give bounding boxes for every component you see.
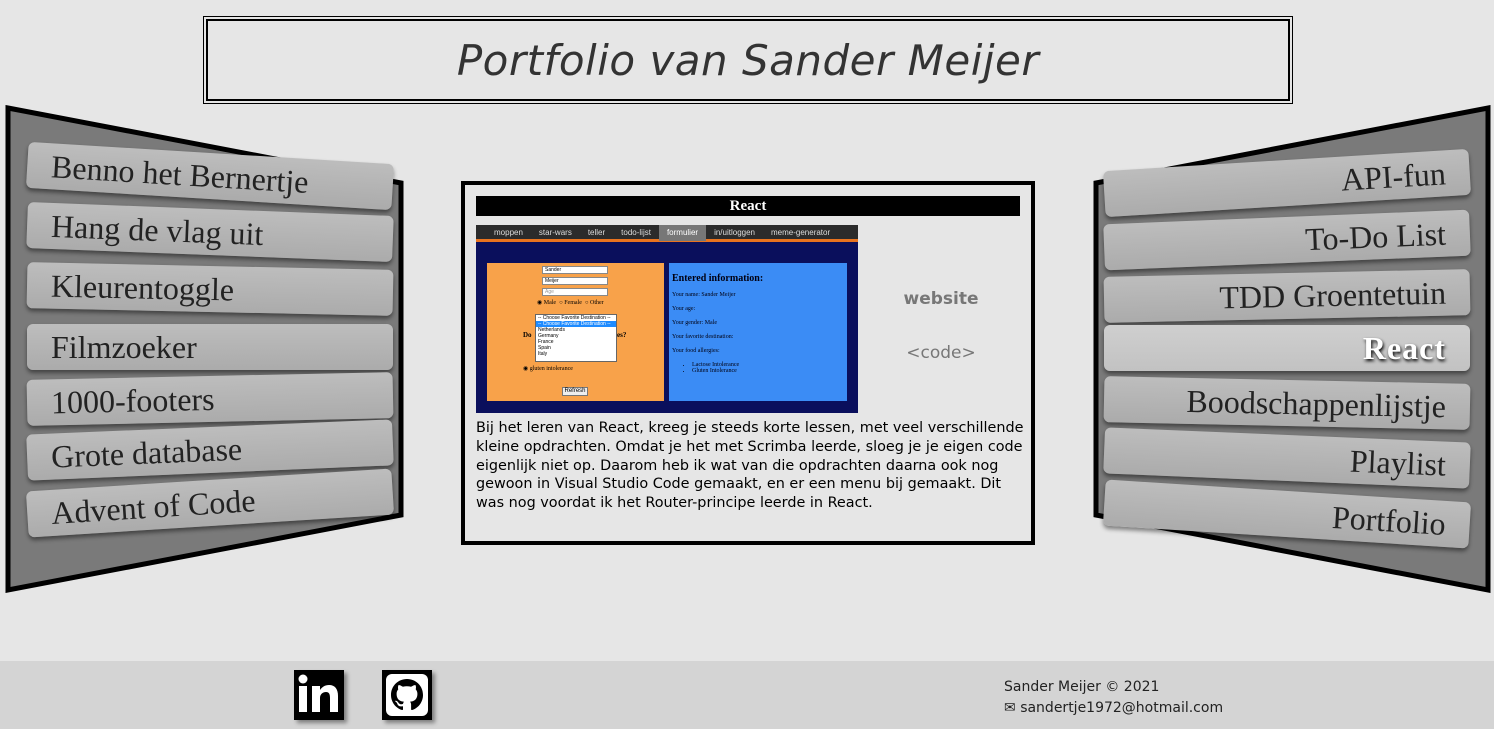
info-line: Your food allergies: — [672, 348, 720, 354]
menu-item-label: TDD Groentetuin — [1219, 274, 1447, 316]
menu-item-label: 1000-footers — [50, 380, 215, 421]
screenshot-form-panel: Sander Meijer Age ◉ Male ○ Female ○ Othe… — [487, 263, 664, 401]
menu-item-kleurentoggle[interactable]: Kleurentoggle — [26, 262, 394, 316]
screenshot-nav-item: meme-generator — [771, 227, 831, 237]
menu-item-label: To-Do List — [1304, 215, 1447, 258]
menu-item-label: React — [1362, 330, 1446, 366]
dropdown-option: Italy — [538, 351, 548, 357]
dropdown-option: France — [538, 339, 554, 345]
menu-item-label: API-fun — [1339, 155, 1447, 198]
dropdown-option: Spain — [538, 345, 551, 351]
project-title: React — [476, 196, 1020, 216]
info-allergy: Gluten Intolerance — [692, 368, 844, 374]
dropdown-option: Netherlands — [538, 327, 565, 333]
screenshot-dropdown: -- Choose Favorite Destination -- -- Cho… — [535, 314, 617, 362]
screenshot-field: Meijer — [542, 277, 608, 285]
menu-item-tdd-groentetuin[interactable]: TDD Groentetuin — [1103, 269, 1471, 323]
menu-item-label: Hang de vlag uit — [50, 207, 265, 253]
header-inner: Portfolio van Sander Meijer — [206, 19, 1290, 101]
github-icon[interactable] — [382, 670, 432, 720]
left-project-menu: Benno het Bernertje Hang de vlag uit Kle… — [5, 105, 405, 595]
email-text: sandertje1972@hotmail.com — [1020, 700, 1224, 716]
screenshot-nav-item: moppen — [494, 227, 523, 237]
project-card: React moppen star-wars teller todo-lijst… — [461, 181, 1035, 545]
screenshot-field: Age — [542, 288, 608, 296]
email-link[interactable]: ✉ sandertje1972@hotmail.com — [1004, 700, 1223, 716]
info-allergy: Lactose Intolerance — [692, 362, 844, 368]
info-line: Your gender: Male — [672, 320, 718, 326]
screenshot-nav-item: todo-lijst — [621, 227, 651, 237]
menu-item-label: Filmzoeker — [51, 329, 197, 365]
screenshot-nav-item: teller — [587, 227, 606, 237]
screenshot-info-heading: Entered information: — [672, 273, 764, 284]
screenshot-refresh-button: Refresh — [562, 387, 588, 396]
screenshot-nav-item-active: formulier — [658, 225, 707, 241]
screenshot-nav-item: in/uitloggen — [714, 227, 755, 237]
dropdown-option: Germany — [538, 333, 559, 339]
screenshot-question-start: Do — [523, 331, 532, 339]
info-line: Your favorite destination: — [672, 334, 734, 340]
screenshot-allergy-option: ◉ gluten intolerance — [523, 366, 573, 372]
copyright-text: Sander Meijer © 2021 — [1004, 679, 1160, 695]
dropdown-option-selected: -- Choose Favorite Destination -- — [536, 321, 616, 327]
info-line: Your name: Sander Meijer — [672, 292, 736, 298]
screenshot-question-end: es? — [617, 331, 627, 339]
linkedin-icon[interactable] — [294, 670, 344, 720]
menu-item-filmzoeker[interactable]: Filmzoeker — [27, 324, 393, 370]
radio-label: Female — [564, 300, 582, 306]
menu-item-label: Boodschappenlijstje — [1186, 382, 1447, 425]
dropdown-option: -- Choose Favorite Destination -- — [538, 315, 611, 321]
screenshot-nav: moppen star-wars teller todo-lijst formu… — [476, 225, 858, 242]
website-link[interactable]: website — [903, 289, 979, 309]
menu-item-label: Playlist — [1349, 442, 1447, 483]
menu-item-label: Advent of Code — [50, 482, 257, 531]
header-frame: Portfolio van Sander Meijer — [203, 16, 1293, 104]
radio-label: Male — [543, 300, 557, 306]
menu-item-boodschappenlijstje[interactable]: Boodschappenlijstje — [1103, 376, 1471, 430]
info-line: Your age: — [672, 306, 696, 312]
code-link[interactable]: <code> — [906, 343, 976, 363]
project-description: Bij het leren van React, kreeg je steeds… — [476, 420, 1024, 512]
screenshot-radios: ◉ Male ○ Female ○ Other — [537, 300, 604, 306]
radio-label: Other — [590, 300, 604, 306]
screenshot-info-panel: Entered information: Your name: Sander M… — [669, 263, 847, 401]
menu-item-label: Kleurentoggle — [50, 267, 235, 308]
menu-item-react[interactable]: React — [1104, 325, 1470, 371]
footer: Sander Meijer © 2021 ✉ sandertje1972@hot… — [0, 661, 1494, 729]
menu-item-1000-footers[interactable]: 1000-footers — [26, 372, 394, 426]
project-screenshot: moppen star-wars teller todo-lijst formu… — [476, 225, 858, 413]
menu-item-label: Portfolio — [1330, 498, 1447, 542]
right-project-menu: API-fun To-Do List TDD Groentetuin React… — [1092, 105, 1492, 595]
allergy-label: gluten intolerance — [529, 366, 573, 372]
screenshot-nav-item: star-wars — [538, 227, 572, 237]
screenshot-field: Sander — [542, 266, 608, 274]
menu-item-label: Grote database — [50, 430, 243, 475]
mail-icon: ✉ — [1004, 700, 1016, 716]
page-title: Portfolio van Sander Meijer — [456, 35, 1040, 85]
